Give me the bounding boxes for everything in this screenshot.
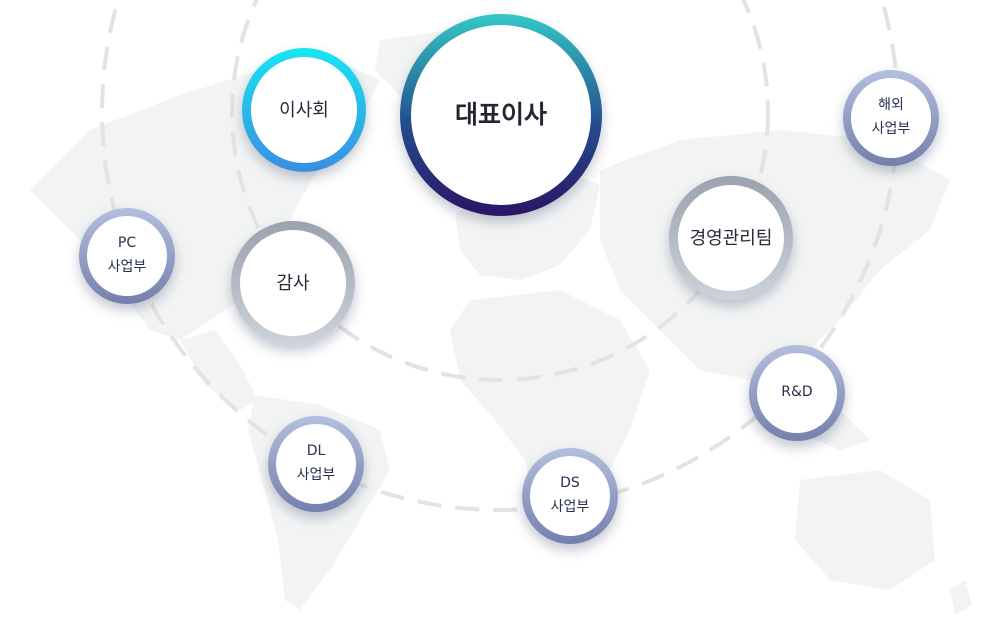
inner-orbit-ring xyxy=(230,0,770,382)
map-new-zealand xyxy=(950,580,972,615)
node-management-team[interactable]: 경영관리팀 xyxy=(669,176,793,300)
node-pc-division-face: PC 사업부 xyxy=(87,216,167,296)
node-overseas-line1: 해외 xyxy=(878,97,904,114)
node-overseas-line2: 사업부 xyxy=(871,121,911,137)
node-dl-division-face: DL 사업부 xyxy=(276,424,356,504)
node-ds-line1: DS xyxy=(560,475,580,492)
node-dl-line1: DL xyxy=(306,443,326,460)
node-rnd[interactable]: R&D xyxy=(749,345,845,441)
node-board-label: 이사회 xyxy=(279,99,329,121)
node-rnd-label: R&D xyxy=(781,384,813,401)
node-overseas-division-face: 해외 사업부 xyxy=(851,78,931,158)
node-audit-face: 감사 xyxy=(240,230,346,336)
node-audit[interactable]: 감사 xyxy=(231,221,355,345)
node-audit-label: 감사 xyxy=(276,272,310,294)
node-ceo-label: 대표이사 xyxy=(454,100,547,130)
node-board[interactable]: 이사회 xyxy=(242,48,366,172)
map-australia xyxy=(795,470,935,590)
node-board-face: 이사회 xyxy=(251,57,357,163)
node-ceo-face: 대표이사 xyxy=(411,25,591,205)
node-overseas-division[interactable]: 해외 사업부 xyxy=(843,70,939,166)
node-pc-line1: PC xyxy=(117,235,137,252)
node-ds-line2: 사업부 xyxy=(550,499,590,515)
node-management-team-label: 경영관리팀 xyxy=(689,227,773,249)
map-central-america xyxy=(180,330,258,410)
node-management-team-face: 경영관리팀 xyxy=(678,185,784,291)
node-ds-division[interactable]: DS 사업부 xyxy=(522,448,618,544)
node-rnd-face: R&D xyxy=(757,353,837,433)
node-ceo[interactable]: 대표이사 xyxy=(400,14,602,216)
node-pc-division[interactable]: PC 사업부 xyxy=(79,208,175,304)
node-ds-division-face: DS 사업부 xyxy=(530,456,610,536)
node-pc-line2: 사업부 xyxy=(107,259,147,275)
node-dl-line2: 사업부 xyxy=(296,467,336,483)
node-dl-division[interactable]: DL 사업부 xyxy=(268,416,364,512)
